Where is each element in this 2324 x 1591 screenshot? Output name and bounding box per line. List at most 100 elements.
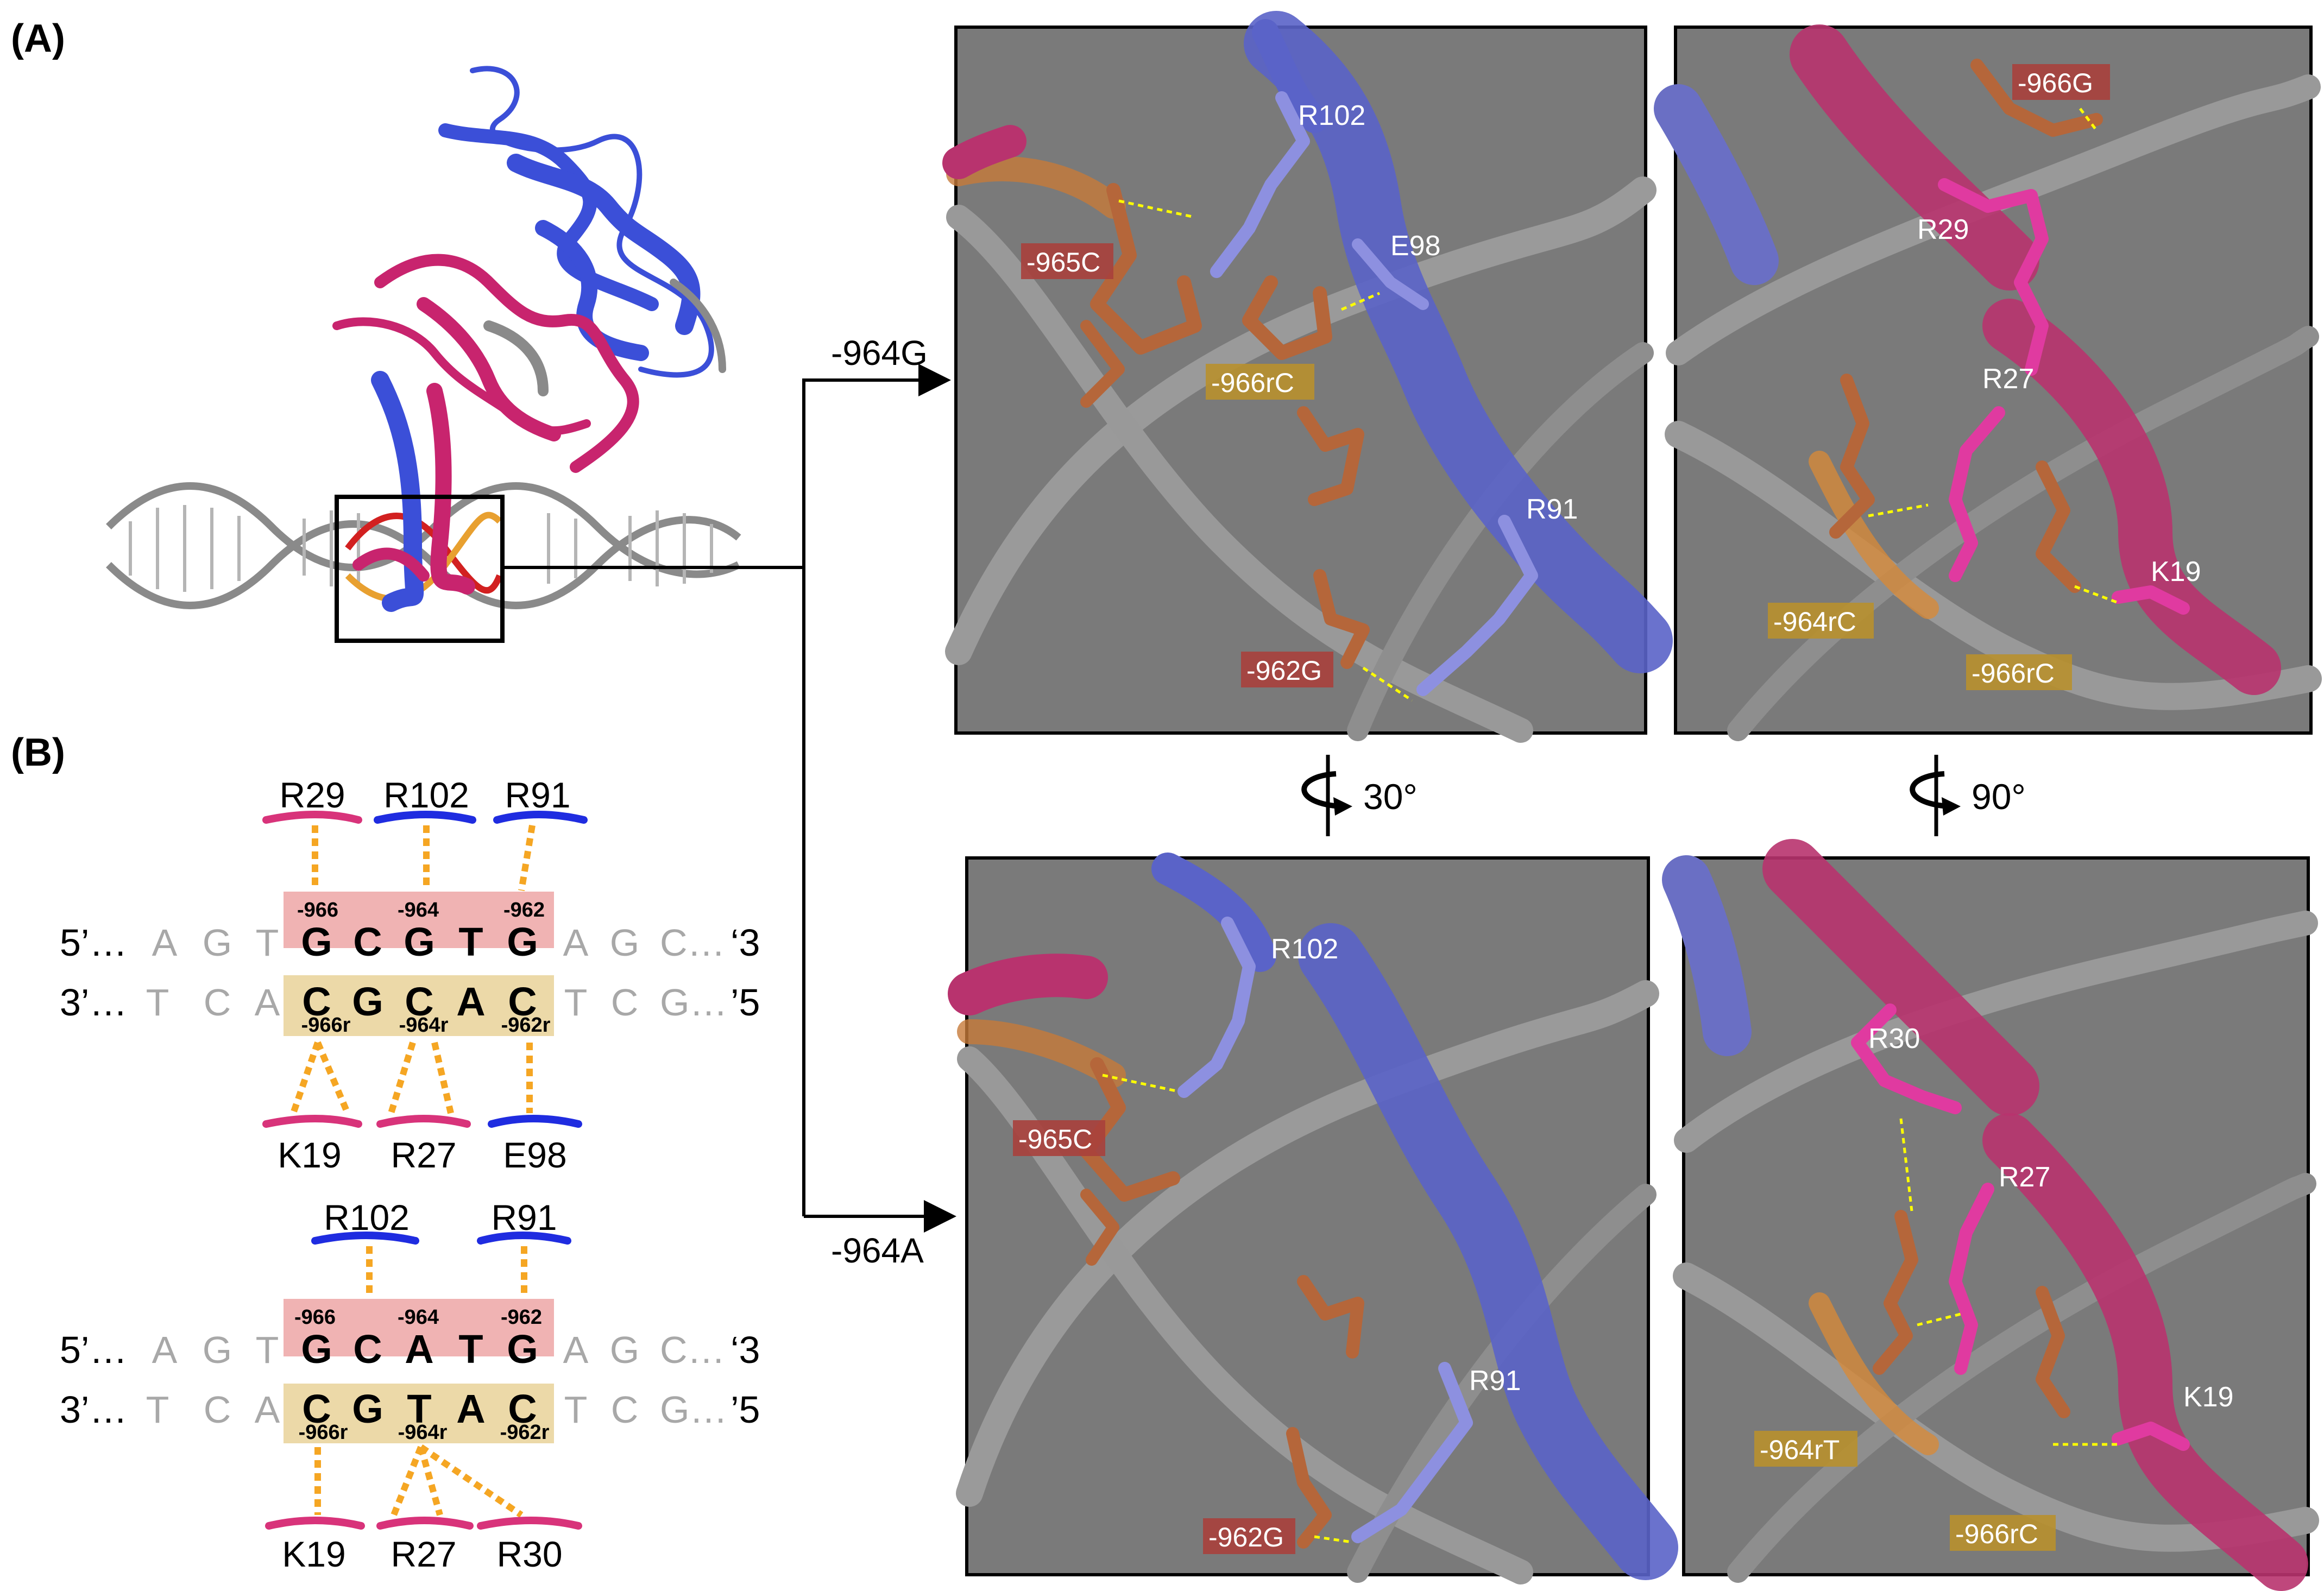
core-base: G	[301, 1327, 332, 1372]
nucleotide-label: -964rC	[1773, 607, 1856, 637]
strand-end: ‘3	[730, 1329, 760, 1371]
flanking-base: C	[204, 981, 231, 1024]
flanking-base: T	[146, 1388, 169, 1431]
scheme-residue-label: R30	[496, 1534, 562, 1574]
position-label: -966r	[299, 1421, 348, 1444]
arrow-label-964g: -964G	[831, 333, 928, 373]
nucleotide-label: -962G	[1208, 1522, 1284, 1552]
strand-end: 3’…	[60, 1388, 127, 1431]
structure-view-bottom-right: R30 R27 K19 -964rT -966rC	[1662, 839, 2319, 1591]
core-base: C	[353, 919, 382, 964]
flanking-base: G	[203, 1329, 232, 1371]
panel-a-label: (A)	[11, 17, 65, 60]
nucleotide-label: -966rC	[1955, 1519, 2038, 1549]
flanking-base: G…	[660, 1388, 727, 1431]
core-base: G	[352, 1386, 383, 1431]
position-label: -962r	[501, 1014, 551, 1037]
strand-end: ’5	[730, 981, 760, 1024]
rotation-symbol-30: 30°	[1301, 755, 1418, 836]
position-label: -966	[294, 1306, 336, 1329]
contact-scheme-964g: R29 R102 R91 -966 -964 -962 5’… A G T G …	[60, 775, 760, 1175]
nucleotide-label: -965C	[1026, 247, 1100, 277]
flanking-base: A	[563, 1329, 589, 1371]
flanking-base: C…	[660, 1329, 726, 1371]
position-label: -962	[503, 899, 545, 921]
nucleotide-label: -966rC	[1211, 368, 1294, 398]
residue-label: R102	[1298, 100, 1365, 131]
contact-scheme-964a: R102 R91 -966 -964 -962 5’… A G T G C A …	[60, 1197, 760, 1574]
connector-arrows	[502, 364, 956, 1233]
position-label: -964r	[399, 1014, 449, 1037]
flanking-base: G	[203, 921, 232, 964]
core-base: G	[507, 919, 538, 964]
residue-label: R30	[1868, 1023, 1920, 1055]
strand-end: ‘3	[730, 921, 760, 964]
structure-view-top-left: R102 E98 R91 -965C -966rC -962G	[942, 11, 1673, 743]
scheme-residue-label: R91	[505, 775, 570, 815]
core-base: C	[353, 1327, 382, 1372]
scheme-residue-label: R27	[391, 1534, 456, 1574]
nucleotide-label: -965C	[1018, 1124, 1092, 1154]
scheme-residue-label: K19	[278, 1135, 341, 1175]
rotation-symbol-90: 90°	[1910, 755, 2026, 836]
top-strand-box	[284, 1299, 554, 1356]
flanking-base: A	[563, 921, 589, 964]
residue-label: R102	[1271, 933, 1338, 965]
position-label: -964r	[398, 1421, 448, 1444]
flanking-base: C	[204, 1388, 231, 1431]
flanking-base: G	[610, 921, 639, 964]
residue-label: R91	[1469, 1365, 1521, 1397]
rotation-label-30: 30°	[1363, 776, 1418, 817]
scheme-residue-label: R102	[383, 775, 469, 815]
core-base: C	[405, 979, 433, 1024]
core-base: A	[405, 1327, 433, 1372]
strand-end: ’5	[730, 1388, 760, 1431]
flanking-base: C…	[660, 921, 726, 964]
structure-view-top-right: -966G R29 R27 K19 -964rC -966rC	[1654, 24, 2322, 741]
position-label: -966	[297, 899, 338, 921]
core-base: A	[456, 1386, 485, 1431]
residue-label: R29	[1917, 214, 1969, 245]
nucleotide-label: -966rC	[1972, 658, 2055, 689]
core-base: C	[508, 979, 537, 1024]
strand-end: 3’…	[60, 981, 127, 1024]
scheme-residue-label: R29	[279, 775, 345, 815]
scheme-residue-label: R91	[491, 1197, 557, 1238]
core-base: A	[456, 979, 485, 1024]
flanking-base: T	[564, 1388, 588, 1431]
flanking-base: G	[610, 1329, 639, 1371]
residue-label: R27	[1999, 1161, 2050, 1193]
arrow-label-964a: -964A	[831, 1231, 924, 1270]
position-label: -964	[398, 1306, 439, 1329]
flanking-base: C	[611, 1388, 639, 1431]
position-label: -962r	[500, 1421, 550, 1444]
position-label: -964	[398, 899, 439, 921]
flanking-base: T	[256, 921, 279, 964]
core-base: T	[458, 919, 483, 964]
flanking-base: T	[256, 1329, 279, 1371]
residue-label: K19	[2151, 556, 2201, 588]
residue-label: K19	[2183, 1381, 2234, 1413]
scheme-residue-label: K19	[282, 1534, 345, 1574]
core-base: T	[407, 1386, 431, 1431]
top-strand-box	[284, 892, 554, 948]
core-base: C	[302, 1386, 331, 1431]
residue-label: E98	[1390, 230, 1441, 262]
panel-b-label: (B)	[11, 731, 65, 774]
flanking-base: A	[255, 1388, 280, 1431]
core-base: C	[302, 979, 331, 1024]
position-label: -962	[501, 1306, 542, 1329]
position-label: -966r	[301, 1014, 351, 1037]
scheme-residue-label: R27	[391, 1135, 456, 1175]
flanking-base: G…	[660, 981, 727, 1024]
core-base: G	[507, 1327, 538, 1372]
bottom-strand-box	[284, 975, 554, 1036]
strand-end: 5’…	[60, 921, 127, 964]
nucleotide-label: -964rT	[1760, 1435, 1840, 1465]
core-base: G	[352, 979, 383, 1024]
scheme-residue-label: E98	[503, 1135, 566, 1175]
flanking-base: A	[152, 1329, 178, 1371]
flanking-base: T	[146, 981, 169, 1024]
core-base: G	[404, 919, 435, 964]
